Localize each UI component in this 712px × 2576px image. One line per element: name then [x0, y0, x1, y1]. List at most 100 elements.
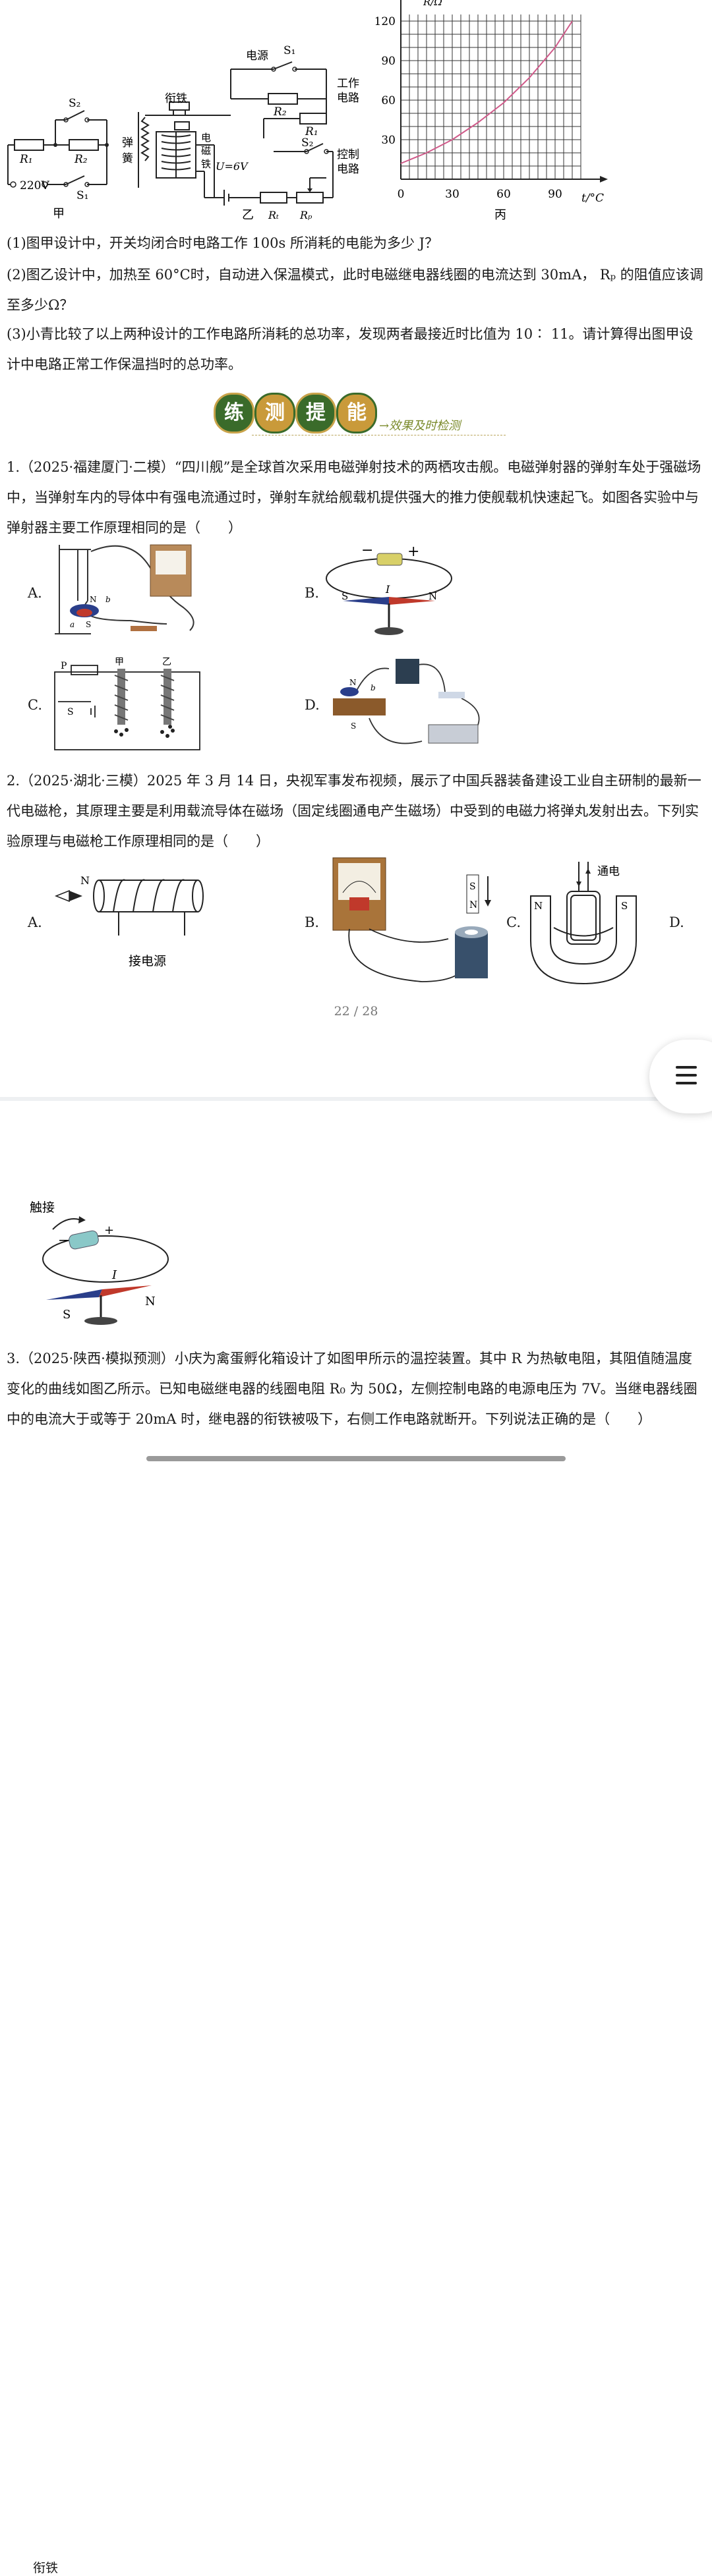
- question-1-text: 1.（2025·福建厦门·二模）“四川舰”是全球首次采用电磁弹射技术的两栖攻击舰…: [7, 459, 701, 536]
- banner-char-1: 练: [214, 393, 254, 434]
- p2-label-minus: −: [58, 1232, 69, 1248]
- label-ctrl: 控制: [337, 148, 359, 161]
- label-em-2: 磁: [201, 145, 211, 157]
- banner-subtitle: →效果及时检测: [379, 419, 461, 433]
- question-3-text: 3.（2025·陕西·模拟预测）小庆为禽蛋孵化箱设计了如图甲所示的温控装置。其中…: [7, 1351, 697, 1427]
- q2-option-d-figure[interactable]: 触接 − + I S N: [26, 1200, 178, 1331]
- p2-label-touch: 触接: [30, 1200, 55, 1215]
- q1-option-d-figure[interactable]: N b S: [330, 652, 501, 758]
- resistor-r1-work: [299, 113, 327, 125]
- document-page-22: S₂ R₁ R₂ 220V S₁ 甲: [0, 0, 712, 1097]
- label-spring-1: 弹: [122, 136, 133, 150]
- q1b-plus: +: [407, 544, 419, 560]
- q2-option-d-label[interactable]: D.: [669, 914, 684, 930]
- q1c-label-jia: 甲: [115, 657, 124, 667]
- banner-char-4: 能: [336, 393, 377, 434]
- chart-ytick-label: 60: [381, 94, 396, 107]
- banner-char-3: 提: [295, 393, 336, 434]
- q1-option-a-figure[interactable]: N b a S: [51, 542, 210, 640]
- q2a-label-power: 接电源: [129, 954, 166, 968]
- horizontal-scrollbar[interactable]: [146, 1456, 566, 1461]
- q1a-label-a: a: [70, 620, 74, 629]
- q1a-label-b: b: [105, 595, 111, 604]
- q2c-label-s: S: [621, 900, 628, 912]
- label-spring-2: 簧: [122, 152, 133, 165]
- thermistor-rt: [260, 192, 287, 204]
- chart-ytick-label: 30: [381, 134, 396, 147]
- p2-label-s: S: [63, 1308, 71, 1322]
- label-xiantie: 衔铁: [165, 92, 187, 105]
- menu-icon-bar-3: [676, 1082, 697, 1084]
- q1-option-b-figure[interactable]: − + I S N: [323, 540, 461, 639]
- q2-option-b-figure[interactable]: S N: [330, 856, 501, 988]
- label-em-3: 铁: [201, 158, 211, 170]
- rheostat-rp: [296, 192, 324, 204]
- label-voltage: U=6V: [216, 160, 249, 173]
- q1c-label-s: S: [67, 707, 74, 717]
- circuit-figure-jia: S₂ R₁ R₂ 220V S₁ 甲: [7, 97, 109, 221]
- label-circuit1: 电路: [337, 92, 359, 105]
- label-em-1: 电: [201, 132, 211, 144]
- q2-option-b-label[interactable]: B.: [305, 914, 320, 930]
- chart-xtick-label: 0: [398, 188, 405, 201]
- q1b-south: S: [341, 590, 348, 602]
- caption-bing: 丙: [494, 208, 506, 222]
- label-s2: S₂: [69, 97, 80, 110]
- chart-ylabel: R/Ω: [423, 0, 442, 8]
- label-220v: 220V: [20, 179, 49, 192]
- q2b-label-n: N: [469, 900, 477, 910]
- chart-xtick-label: 30: [445, 188, 460, 201]
- q2c-label-on: 通电: [597, 865, 620, 878]
- label-r2: R₂: [74, 153, 88, 166]
- menu-icon-bar-2: [676, 1074, 697, 1077]
- caption-jia: 甲: [53, 207, 65, 221]
- label-r1: R₁: [19, 153, 33, 166]
- q1c-label-yi: 乙: [162, 657, 171, 667]
- q2-option-a-label[interactable]: A.: [28, 914, 42, 930]
- circuit-figure-yi: 电源 S₁ 衔铁 R₂ 工作 电路 R₁ 弹 簧 电 磁 铁 S₂ 控制 电路 …: [122, 44, 359, 222]
- p2-label-n: N: [145, 1295, 156, 1308]
- x-axis-arrow: [600, 176, 608, 182]
- p2-label-plus: +: [104, 1223, 114, 1237]
- q1d-label-n: N: [349, 678, 357, 687]
- chart-xlabel: t/°C: [581, 192, 604, 205]
- resistor-r2: [69, 139, 99, 151]
- q1-option-a-label[interactable]: A.: [28, 585, 42, 601]
- p2-label-i: I: [111, 1268, 117, 1282]
- q2a-label-n: N: [80, 874, 90, 887]
- caption-yi: 乙: [242, 208, 254, 222]
- label-s1: S₁: [76, 189, 88, 202]
- q2-option-a-figure[interactable]: N 接电源: [53, 870, 211, 975]
- label-rt: Rₜ: [268, 209, 279, 221]
- chart-ytick-label: 90: [381, 55, 396, 68]
- label-power: 电源: [246, 49, 268, 63]
- q2c-label-n: N: [534, 900, 543, 912]
- chart-axes: [400, 0, 600, 180]
- banner-char-2: 测: [254, 393, 295, 434]
- chart-xtick-label: 60: [496, 188, 511, 201]
- label-r2-yi: R₂: [273, 105, 287, 119]
- q1d-label-b: b: [371, 683, 376, 692]
- chart-xtick-label: 90: [548, 188, 562, 201]
- q1-option-c-figure[interactable]: P S 甲 乙: [51, 656, 203, 754]
- chart-grid: [401, 14, 581, 179]
- menu-button[interactable]: [649, 1040, 712, 1113]
- chart-resistance-temperature: 30 60 90 120 0 30 60 90 R/Ω t/°C 丙: [376, 0, 608, 222]
- label-work: 工作: [337, 77, 359, 90]
- q2-option-c-label[interactable]: C.: [506, 914, 521, 930]
- q1a-label-n: N: [90, 595, 97, 604]
- section-banner: 练 测 提 能 →效果及时检测: [211, 389, 508, 441]
- q1-option-d-label[interactable]: D.: [305, 697, 320, 713]
- q1b-north: N: [429, 590, 437, 602]
- label-circuit2: 电路: [337, 163, 359, 176]
- resistor-r2-work: [268, 93, 298, 105]
- chart-ytick-label: 120: [376, 15, 396, 28]
- q2b-label-s: S: [469, 882, 476, 892]
- q2-option-c-figure[interactable]: N S 通电: [527, 855, 639, 987]
- label-rp: Rₚ: [299, 209, 312, 221]
- q1-option-c-label[interactable]: C.: [28, 697, 42, 713]
- question-part-3: (3)小青比较了以上两种设计的工作电路所消耗的总功率，发现两者最接近时比值为 1…: [7, 326, 694, 372]
- page-number: 22 / 28: [334, 1004, 378, 1019]
- q1d-label-s: S: [351, 721, 356, 731]
- q1-option-b-label[interactable]: B.: [305, 585, 320, 601]
